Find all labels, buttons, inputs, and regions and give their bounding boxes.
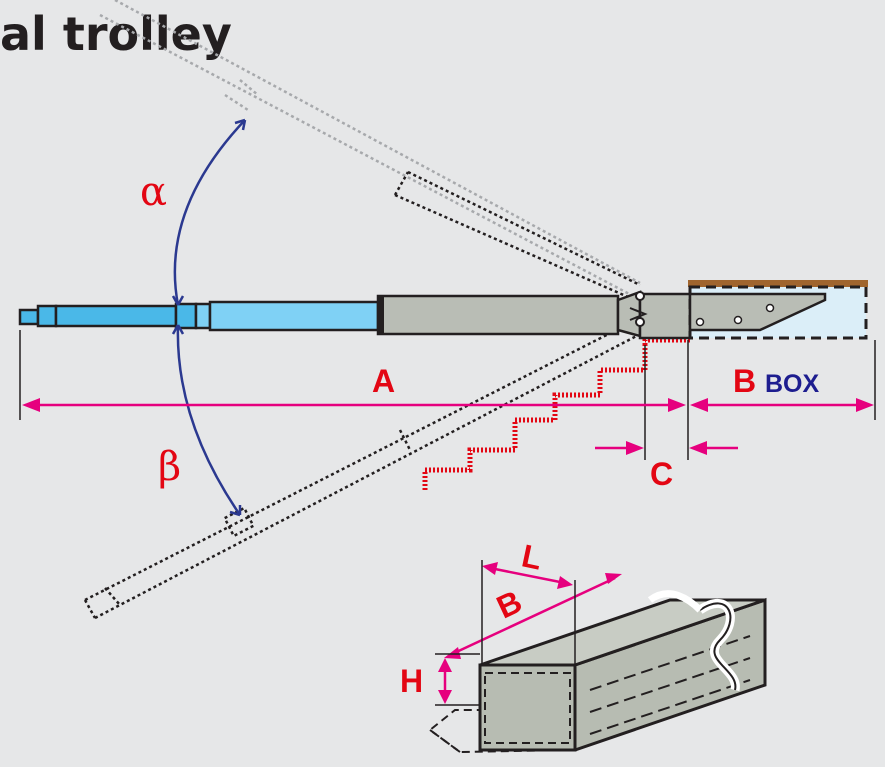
dimension-C-label: C (650, 456, 673, 492)
stair-steps (422, 337, 690, 490)
box-label: BOX (765, 370, 820, 398)
box-receiver (688, 280, 868, 340)
box-dimension-lines (438, 562, 622, 704)
box-illustration (428, 590, 767, 754)
dimension-extension-lines (19, 330, 876, 460)
angle-alpha-label: α (140, 169, 167, 215)
lower-tilted-rail (83, 316, 649, 620)
dimension-A-line (22, 398, 686, 412)
page-title: al trolley (0, 7, 232, 61)
dimension-B-line (690, 398, 874, 412)
box-extension-lines (435, 560, 576, 706)
dimension-B-label: B (733, 363, 756, 399)
box-width-label: B (491, 583, 527, 625)
dimension-A-label: A (372, 363, 395, 399)
dimension-C-line (595, 441, 738, 455)
horizontal-rail (18, 300, 380, 332)
upper-tilted-rail-dark (393, 170, 641, 302)
upper-tilted-rail-ghost (99, 0, 641, 299)
box-height-label: H (400, 663, 423, 699)
angle-beta-label: β (158, 444, 181, 490)
box-length-label: L (519, 537, 546, 576)
trolley-body (376, 290, 692, 340)
angle-arcs (171, 118, 247, 517)
